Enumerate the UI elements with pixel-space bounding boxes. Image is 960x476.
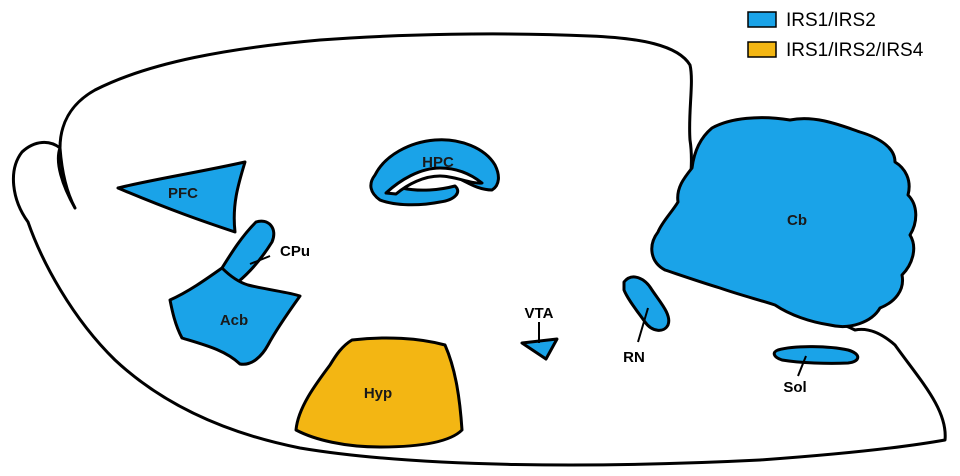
region-sol — [774, 347, 858, 364]
legend: IRS1/IRS2 IRS1/IRS2/IRS4 — [748, 10, 924, 61]
legend-swatch-irs1-irs2 — [748, 12, 776, 27]
legend-label-irs1-irs2: IRS1/IRS2 — [786, 10, 876, 31]
legend-swatch-irs1-irs2-irs4 — [748, 42, 776, 57]
legend-label-irs1-irs2-irs4: IRS1/IRS2/IRS4 — [786, 40, 924, 61]
label-rn: RN — [623, 349, 645, 366]
label-acb: Acb — [220, 312, 248, 329]
label-sol: Sol — [783, 379, 806, 396]
label-vta: VTA — [525, 305, 554, 322]
label-cb: Cb — [787, 212, 807, 229]
label-hyp: Hyp — [364, 385, 392, 402]
label-cpu: CPu — [280, 243, 310, 260]
label-hpc: HPC — [422, 154, 454, 171]
label-pfc: PFC — [168, 185, 198, 202]
